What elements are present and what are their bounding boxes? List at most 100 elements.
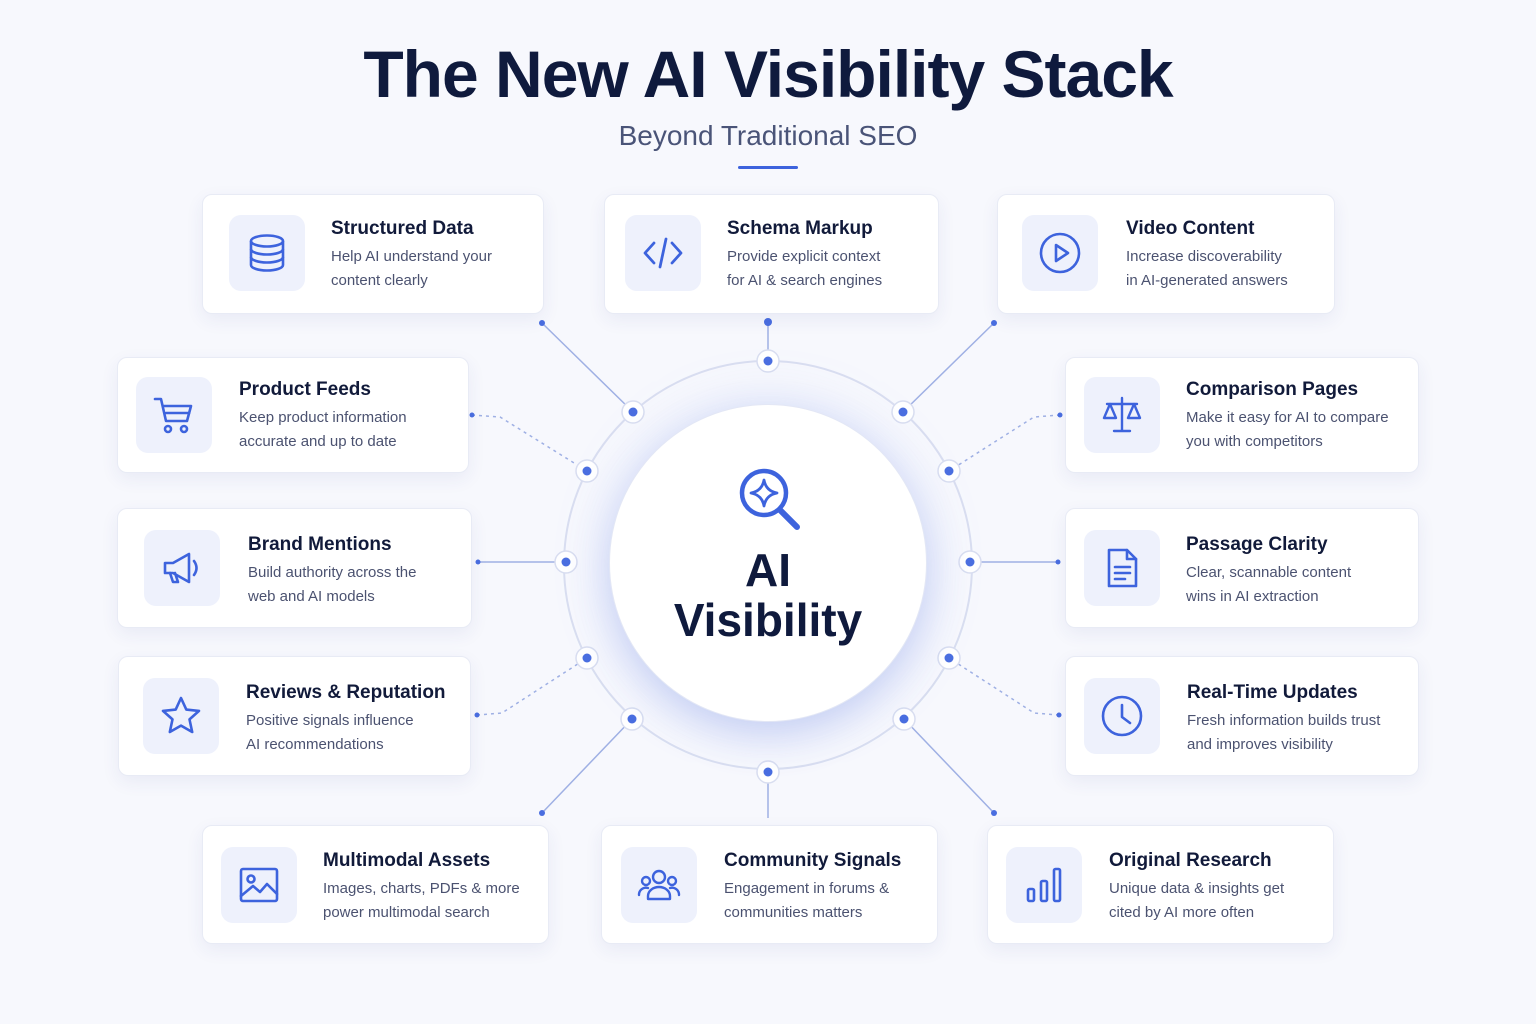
endpoint-dot (474, 712, 480, 718)
users-icon (637, 869, 681, 901)
ring-nodes (554, 349, 982, 784)
connector-real-time-updates (948, 657, 1060, 716)
card-description-line: Build authority across the (248, 564, 417, 581)
hub-label-line-2: Visibility (673, 594, 863, 646)
hub-label: AI Visibility (610, 545, 926, 645)
card-title: Schema Markup (727, 218, 873, 239)
image-icon (239, 867, 279, 903)
endpoint-dot (1055, 559, 1061, 565)
card-description: Make it easy for AI to compare you with … (1186, 406, 1416, 454)
card-structured-data: Structured Data Help AI understand your … (202, 194, 544, 314)
card-description-line: communities matters (724, 904, 863, 921)
card-title: Video Content (1126, 218, 1255, 239)
card-title: Original Research (1109, 850, 1272, 871)
card-description-line: Fresh information builds trust (1187, 712, 1381, 729)
card-description-line: Provide explicit context (727, 248, 881, 265)
card-description: Positive signals influence AI recommenda… (246, 709, 456, 757)
sparkle-search-icon (739, 468, 800, 530)
card-description: Provide explicit context for AI & search… (727, 245, 937, 293)
card-description-line: content clearly (331, 272, 428, 289)
card-description-line: Images, charts, PDFs & more (323, 880, 520, 897)
card-description-line: Make it easy for AI to compare (1186, 409, 1389, 426)
card-description-line: accurate and up to date (239, 433, 397, 450)
endpoint-dot (764, 318, 772, 326)
card-title: Real-Time Updates (1187, 682, 1358, 703)
connector-multimodal-assets (541, 718, 633, 814)
cart-icon (153, 397, 193, 434)
card-brand-mentions: Brand Mentions Build authority across th… (117, 508, 472, 628)
endpoint-dot (539, 810, 545, 816)
star-icon (161, 696, 201, 734)
card-description-line: Help AI understand your (331, 248, 492, 265)
card-description-line: Engagement in forums & (724, 880, 890, 897)
card-comparison-pages: Comparison Pages Make it easy for AI to … (1065, 357, 1419, 473)
card-description-line: Unique data & insights get (1109, 880, 1285, 897)
card-title: Comparison Pages (1186, 379, 1359, 400)
endpoint-dot (469, 412, 475, 418)
play-icon (1039, 232, 1081, 274)
card-title: Passage Clarity (1186, 534, 1328, 555)
card-description-line: AI recommendations (246, 736, 384, 753)
hub-label-line-1: AI (745, 544, 791, 596)
card-description: Help AI understand your content clearly (331, 245, 541, 293)
ai-visibility-hub: AI Visibility (610, 405, 926, 721)
card-description: Unique data & insights get cited by AI m… (1109, 877, 1319, 925)
card-title: Structured Data (331, 218, 474, 239)
card-description: Images, charts, PDFs & more power multim… (323, 877, 533, 925)
endpoint-dot (1056, 712, 1062, 718)
connector-original-research (903, 718, 995, 814)
card-title: Reviews & Reputation (246, 682, 446, 703)
card-community-signals: Community Signals Engagement in forums &… (601, 825, 938, 944)
page-subtitle: Beyond Traditional SEO (618, 120, 918, 151)
endpoint-dot (1057, 412, 1063, 418)
connector-comparison-pages (948, 414, 1061, 472)
clock-icon (1101, 695, 1143, 737)
card-real-time-updates: Real-Time Updates Fresh information buil… (1065, 656, 1419, 776)
connector-reviews-reputation (476, 657, 588, 716)
code-icon (643, 237, 683, 269)
card-description-line: Keep product information (239, 409, 407, 426)
card-description: Clear, scannable content wins in AI extr… (1186, 561, 1396, 609)
card-schema-markup: Schema Markup Provide explicit context f… (604, 194, 939, 314)
megaphone-icon (163, 552, 198, 584)
document-icon (1107, 548, 1138, 588)
endpoint-dot (991, 810, 997, 816)
card-description-line: wins in AI extraction (1186, 588, 1319, 605)
card-description-line: and improves visibility (1187, 736, 1333, 753)
card-video-content: Video Content Increase discoverability i… (997, 194, 1335, 314)
endpoint-dot (475, 559, 481, 565)
card-passage-clarity: Passage Clarity Clear, scannable content… (1065, 508, 1419, 628)
endpoint-dot (539, 320, 545, 326)
card-reviews-reputation: Reviews & Reputation Positive signals in… (118, 656, 471, 776)
card-title: Multimodal Assets (323, 850, 491, 871)
card-description: Engagement in forums & communities matte… (724, 877, 934, 925)
connector-video-content (902, 322, 995, 413)
card-description-line: Positive signals influence (246, 712, 414, 729)
card-description-line: Clear, scannable content (1186, 564, 1352, 581)
card-description-line: you with competitors (1186, 433, 1323, 450)
connector-product-feeds (471, 414, 588, 472)
connector-structured-data (541, 322, 634, 413)
card-original-research: Original Research Unique data & insights… (987, 825, 1334, 944)
bar-chart-icon (1026, 867, 1062, 903)
card-description-line: Increase discoverability (1126, 248, 1282, 265)
card-product-feeds: Product Feeds Keep product information a… (117, 357, 469, 473)
card-title: Product Feeds (239, 379, 371, 400)
card-multimodal-assets: Multimodal Assets Images, charts, PDFs &… (202, 825, 549, 944)
card-description-line: web and AI models (248, 588, 375, 605)
scales-icon (1102, 396, 1142, 433)
card-description-line: cited by AI more often (1109, 904, 1255, 921)
card-description-line: for AI & search engines (727, 272, 883, 289)
card-title: Brand Mentions (248, 534, 392, 555)
page-title: The New AI Visibility Stack (363, 37, 1173, 111)
endpoint-dot (991, 320, 997, 326)
card-description-line: power multimodal search (323, 904, 490, 921)
title-underline (738, 166, 798, 169)
card-description: Build authority across the web and AI mo… (248, 561, 458, 609)
card-title: Community Signals (724, 850, 902, 871)
card-description: Increase discoverability in AI-generated… (1126, 245, 1336, 293)
card-description-line: in AI-generated answers (1126, 272, 1288, 289)
card-description: Fresh information builds trust and impro… (1187, 709, 1417, 757)
card-description: Keep product information accurate and up… (239, 406, 449, 454)
